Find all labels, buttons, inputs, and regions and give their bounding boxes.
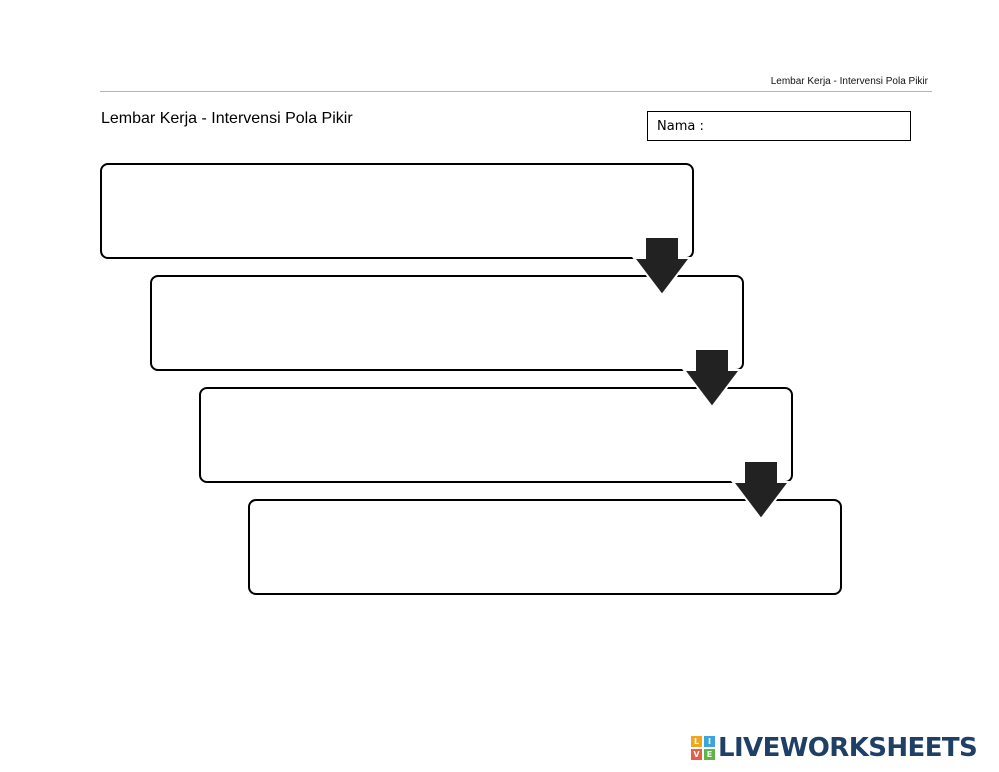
logo-tile-i: I bbox=[704, 736, 715, 747]
logo-tile-l: L bbox=[691, 736, 702, 747]
liveworksheets-logo-icon: L I V E bbox=[691, 736, 715, 760]
step-box-4[interactable] bbox=[248, 499, 842, 595]
arrow-down-icon bbox=[632, 236, 692, 296]
liveworksheets-brand: L I V E LIVEWORKSHEETS bbox=[691, 733, 978, 763]
header-title: Lembar Kerja - Intervensi Pola Pikir bbox=[770, 76, 928, 87]
worksheet-title: Lembar Kerja - Intervensi Pola Pikir bbox=[101, 110, 353, 127]
logo-tile-e: E bbox=[704, 749, 715, 760]
arrow-down-icon bbox=[682, 348, 742, 408]
step-box-1[interactable] bbox=[100, 163, 694, 259]
brand-name: LIVEWORKSHEETS bbox=[718, 733, 978, 763]
arrow-down-icon bbox=[731, 460, 791, 520]
name-field[interactable]: Nama : bbox=[647, 111, 911, 141]
header-divider bbox=[100, 91, 932, 92]
step-box-2[interactable] bbox=[150, 275, 744, 371]
logo-tile-v: V bbox=[691, 749, 702, 760]
step-box-3[interactable] bbox=[199, 387, 793, 483]
name-label: Nama : bbox=[657, 119, 704, 134]
